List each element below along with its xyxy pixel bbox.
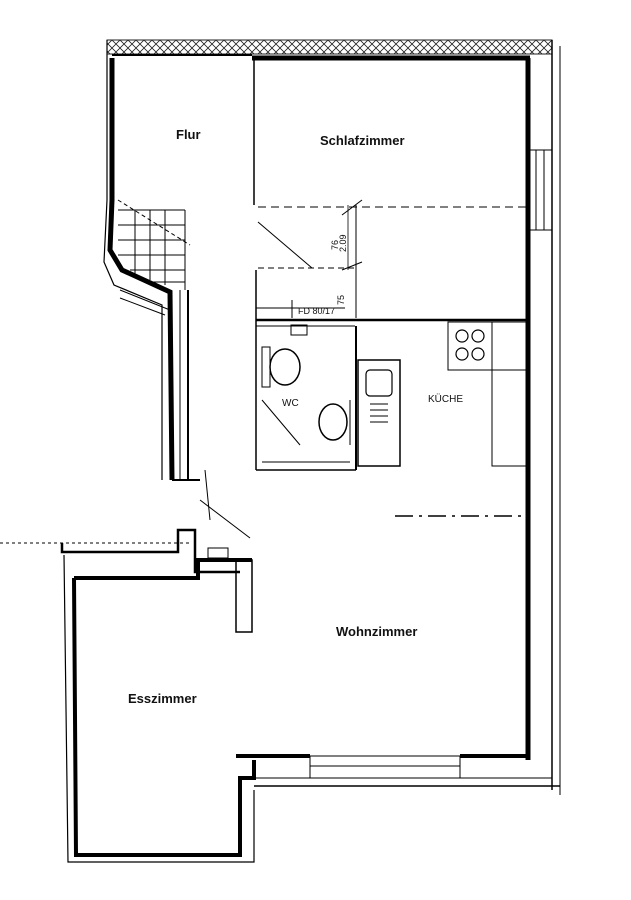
toilet-tank (261, 346, 271, 388)
flur-left-wall-outer (103, 40, 163, 480)
flur-left-wall (107, 58, 175, 481)
dim-tick-2 (341, 261, 363, 271)
door-label-fd: FD 80/17 (298, 306, 336, 316)
room-label-wc: WC (282, 398, 299, 409)
kitchen-counter-left (357, 359, 401, 467)
kitchen-counter-right (491, 321, 527, 467)
wc-sink (318, 403, 348, 441)
kitchen-sink (365, 369, 393, 397)
esszimmer-top-wall (60, 528, 240, 574)
drainboard (370, 403, 388, 423)
esszimmer-outer-wall (74, 558, 252, 580)
esszimmer-pillar (235, 559, 253, 633)
toilet (269, 348, 301, 386)
room-label-kueche: KÜCHE (428, 394, 464, 405)
room-label-esszimmer: Esszimmer (128, 691, 197, 706)
esszimmer-left-outer (63, 554, 255, 863)
esszimmer-left-wall (72, 577, 256, 857)
door-diagonal2 (204, 469, 211, 521)
staircase (117, 199, 191, 316)
room-label-wohnzimmer: Wohnzimmer (336, 624, 418, 639)
esszimmer-box (207, 547, 229, 559)
dim-tick-1 (341, 199, 363, 216)
wc-cabinet (290, 324, 308, 336)
bottom-window (309, 755, 461, 779)
dimension-75: 75 (336, 294, 346, 305)
room-label-flur: Flur (176, 127, 201, 142)
top-wall-hatch (106, 39, 553, 55)
room-label-schlafzimmer: Schlafzimmer (320, 133, 405, 148)
stove-icon (455, 329, 485, 361)
door-diagonal (199, 499, 251, 539)
wc-door-arc (261, 399, 301, 446)
bath-diag (257, 221, 313, 269)
dimension-209: 2.09 (338, 234, 348, 252)
kitchen-counter-top (447, 321, 527, 371)
